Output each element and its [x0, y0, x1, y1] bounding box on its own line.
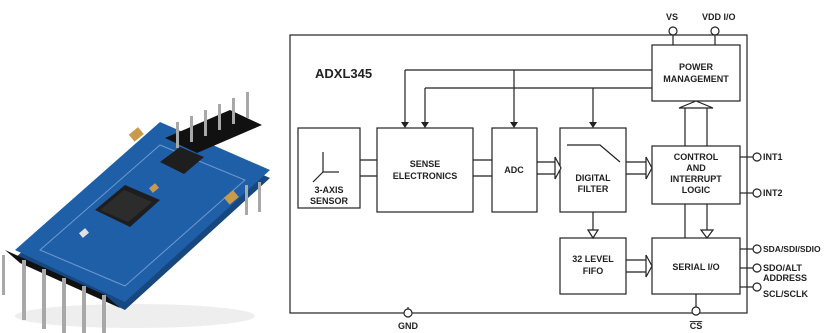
- pin-gnd: [404, 309, 412, 317]
- block-diagram: ADXL345 3-AXIS SENSOR SENSE ELECTRONICS …: [275, 0, 834, 333]
- block-digital-filter: DIGITAL FILTER: [560, 128, 626, 212]
- label-vddio: VDD I/O: [702, 12, 736, 22]
- pin-int2: [753, 189, 761, 197]
- pin-vddio: [711, 27, 719, 35]
- power-label-1: POWER: [679, 62, 714, 72]
- sense-label-1: SENSE: [410, 159, 441, 169]
- control-label-3: INTERRUPT: [670, 174, 722, 184]
- sensor-label-2: SENSOR: [310, 196, 349, 206]
- control-label-2: AND: [686, 163, 706, 173]
- pin-sda: [753, 245, 761, 253]
- label-gnd: GND: [398, 321, 419, 331]
- control-label-1: CONTROL: [674, 152, 719, 162]
- pin-vs: [669, 27, 677, 35]
- label-sdo-2: ADDRESS: [763, 273, 807, 283]
- block-serial-io: SERIAL I/O: [652, 238, 740, 294]
- block-3-axis-sensor: 3-AXIS SENSOR: [298, 128, 360, 208]
- pin-int1: [753, 153, 761, 161]
- power-label-2: MANAGEMENT: [663, 74, 729, 84]
- pin-sdo: [753, 264, 761, 272]
- pin-cs: [692, 307, 700, 315]
- block-sense-electronics: SENSE ELECTRONICS: [377, 128, 473, 212]
- label-int2: INT2: [763, 188, 783, 198]
- label-vs: VS: [666, 12, 678, 22]
- filter-label-2: FILTER: [578, 184, 609, 194]
- fifo-label-2: FIFO: [583, 266, 604, 276]
- label-sdo-1: SDO/ALT: [763, 263, 802, 273]
- top-pin-header: [165, 92, 262, 153]
- power-rails: [673, 31, 715, 45]
- block-adc: ADC: [492, 128, 537, 212]
- chip-name: ADXL345: [315, 66, 372, 81]
- label-cs: CS: [690, 321, 703, 331]
- label-int1: INT1: [763, 152, 783, 162]
- sense-label-2: ELECTRONICS: [393, 171, 458, 181]
- filter-label-1: DIGITAL: [575, 173, 611, 183]
- control-label-4: LOGIC: [682, 185, 711, 195]
- label-sda: SDA/SDI/SDIO: [763, 244, 821, 254]
- label-scl: SCL/SCLK: [763, 289, 809, 299]
- serial-label: SERIAL I/O: [672, 262, 719, 272]
- block-power-management: POWER MANAGEMENT: [652, 45, 740, 101]
- block-32-level-fifo: 32 LEVEL FIFO: [560, 238, 626, 294]
- pin-scl: [753, 283, 761, 291]
- control-bus: [401, 70, 652, 128]
- pcb-board: [15, 122, 270, 310]
- module-photo: [0, 90, 275, 333]
- sensor-label-1: 3-AXIS: [314, 185, 343, 195]
- block-control-interrupt-logic: CONTROL AND INTERRUPT LOGIC: [652, 146, 740, 204]
- adc-label: ADC: [504, 165, 524, 175]
- fifo-label-1: 32 LEVEL: [572, 254, 614, 264]
